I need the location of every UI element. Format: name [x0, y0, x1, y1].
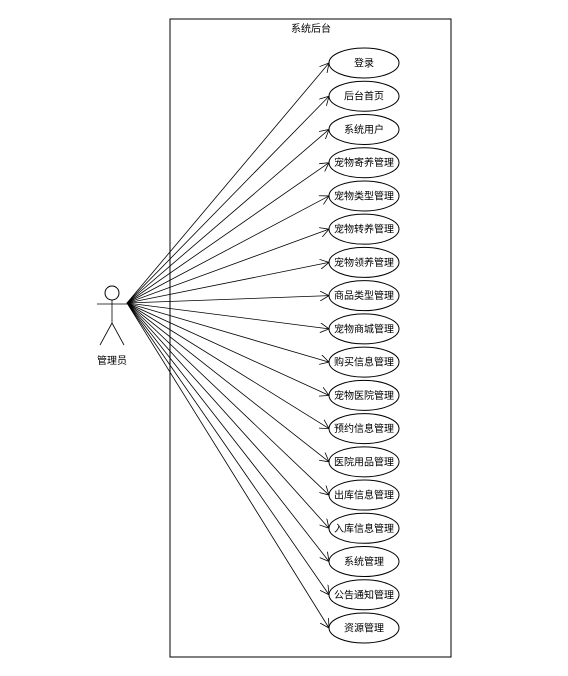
use-case: 预约信息管理: [328, 413, 400, 445]
use-case-label: 宠物类型管理: [334, 189, 394, 202]
use-case-label: 购买信息管理: [334, 356, 394, 369]
use-case-label: 公告通知管理: [334, 588, 394, 601]
use-case: 资源管理: [328, 612, 400, 644]
association-line: [126, 302, 329, 362]
association-line: [126, 302, 329, 562]
use-case-label: 宠物商城管理: [334, 322, 394, 335]
use-case-label: 预约信息管理: [334, 422, 394, 435]
use-case-ellipse: [328, 579, 400, 611]
system-boundary: [169, 18, 452, 658]
use-case-ellipse: [328, 379, 400, 411]
association-line: [126, 302, 329, 395]
use-case-ellipse: [328, 479, 400, 511]
use-case-label: 系统管理: [344, 555, 384, 568]
use-case: 宠物商城管理: [328, 313, 400, 345]
association-line: [126, 302, 329, 595]
association-line: [126, 63, 329, 304]
association-line: [126, 302, 329, 495]
use-case-ellipse: [328, 246, 400, 278]
use-case-label: 出库信息管理: [334, 489, 394, 502]
use-case-ellipse: [328, 113, 400, 145]
actor-left-leg: [99, 322, 113, 346]
use-case-ellipse: [328, 147, 400, 179]
use-case: 出库信息管理: [328, 479, 400, 511]
use-case: 宠物医院管理: [328, 379, 400, 411]
association-line: [126, 96, 329, 304]
use-case: 后台首页: [328, 80, 400, 112]
actor-head: [104, 285, 120, 301]
use-case: 购买信息管理: [328, 346, 400, 378]
use-case: 宠物类型管理: [328, 180, 400, 212]
use-case: 医院用品管理: [328, 446, 400, 478]
use-case-ellipse: [328, 80, 400, 112]
association-line: [126, 163, 329, 304]
use-case-ellipse: [328, 313, 400, 345]
use-case: 系统管理: [328, 546, 400, 578]
association-line: [126, 302, 329, 528]
association-line: [126, 262, 329, 304]
use-case-label: 宠物寄养管理: [334, 156, 394, 169]
use-case-label: 登录: [354, 57, 374, 70]
use-case: 公告通知管理: [328, 579, 400, 611]
associations: [126, 63, 329, 628]
actor-right-leg: [111, 322, 125, 346]
association-line: [126, 302, 329, 429]
use-case-label: 宠物领养管理: [334, 256, 394, 269]
use-case: 宠物转养管理: [328, 213, 400, 245]
use-case: 商品类型管理: [328, 280, 400, 312]
system-title: 系统后台: [291, 22, 331, 35]
association-line: [126, 302, 329, 628]
use-case-ellipse: [328, 446, 400, 478]
use-case-label: 宠物转养管理: [334, 223, 394, 236]
use-cases: 登录后台首页系统用户宠物寄养管理宠物类型管理宠物转养管理宠物领养管理商品类型管理…: [328, 47, 400, 644]
use-case: 系统用户: [328, 113, 400, 145]
association-line: [126, 296, 329, 304]
use-case-ellipse: [328, 280, 400, 312]
use-case-label: 宠物医院管理: [334, 389, 394, 402]
use-case-label: 资源管理: [344, 622, 384, 635]
use-case-label: 入库信息管理: [334, 522, 394, 535]
association-line: [126, 302, 329, 462]
use-case-ellipse: [328, 512, 400, 544]
actor-administrator: 管理员: [97, 285, 127, 367]
use-case-ellipse: [328, 612, 400, 644]
use-case-ellipse: [328, 413, 400, 445]
use-case-ellipse: [328, 546, 400, 578]
association-line: [126, 229, 329, 304]
use-case-label: 系统用户: [344, 123, 384, 136]
use-case-ellipse: [328, 180, 400, 212]
association-line: [126, 129, 329, 304]
use-case-ellipse: [328, 346, 400, 378]
association-line: [126, 302, 329, 329]
use-case-label: 后台首页: [344, 90, 384, 103]
use-case-ellipse: [328, 213, 400, 245]
use-case: 宠物领养管理: [328, 246, 400, 278]
use-case: 宠物寄养管理: [328, 147, 400, 179]
use-case-label: 医院用品管理: [334, 455, 394, 468]
use-case-ellipse: [328, 47, 400, 79]
use-case-label: 商品类型管理: [334, 289, 394, 302]
use-case: 登录: [328, 47, 400, 79]
use-case: 入库信息管理: [328, 512, 400, 544]
actor-label: 管理员: [97, 354, 127, 367]
association-line: [126, 196, 329, 304]
